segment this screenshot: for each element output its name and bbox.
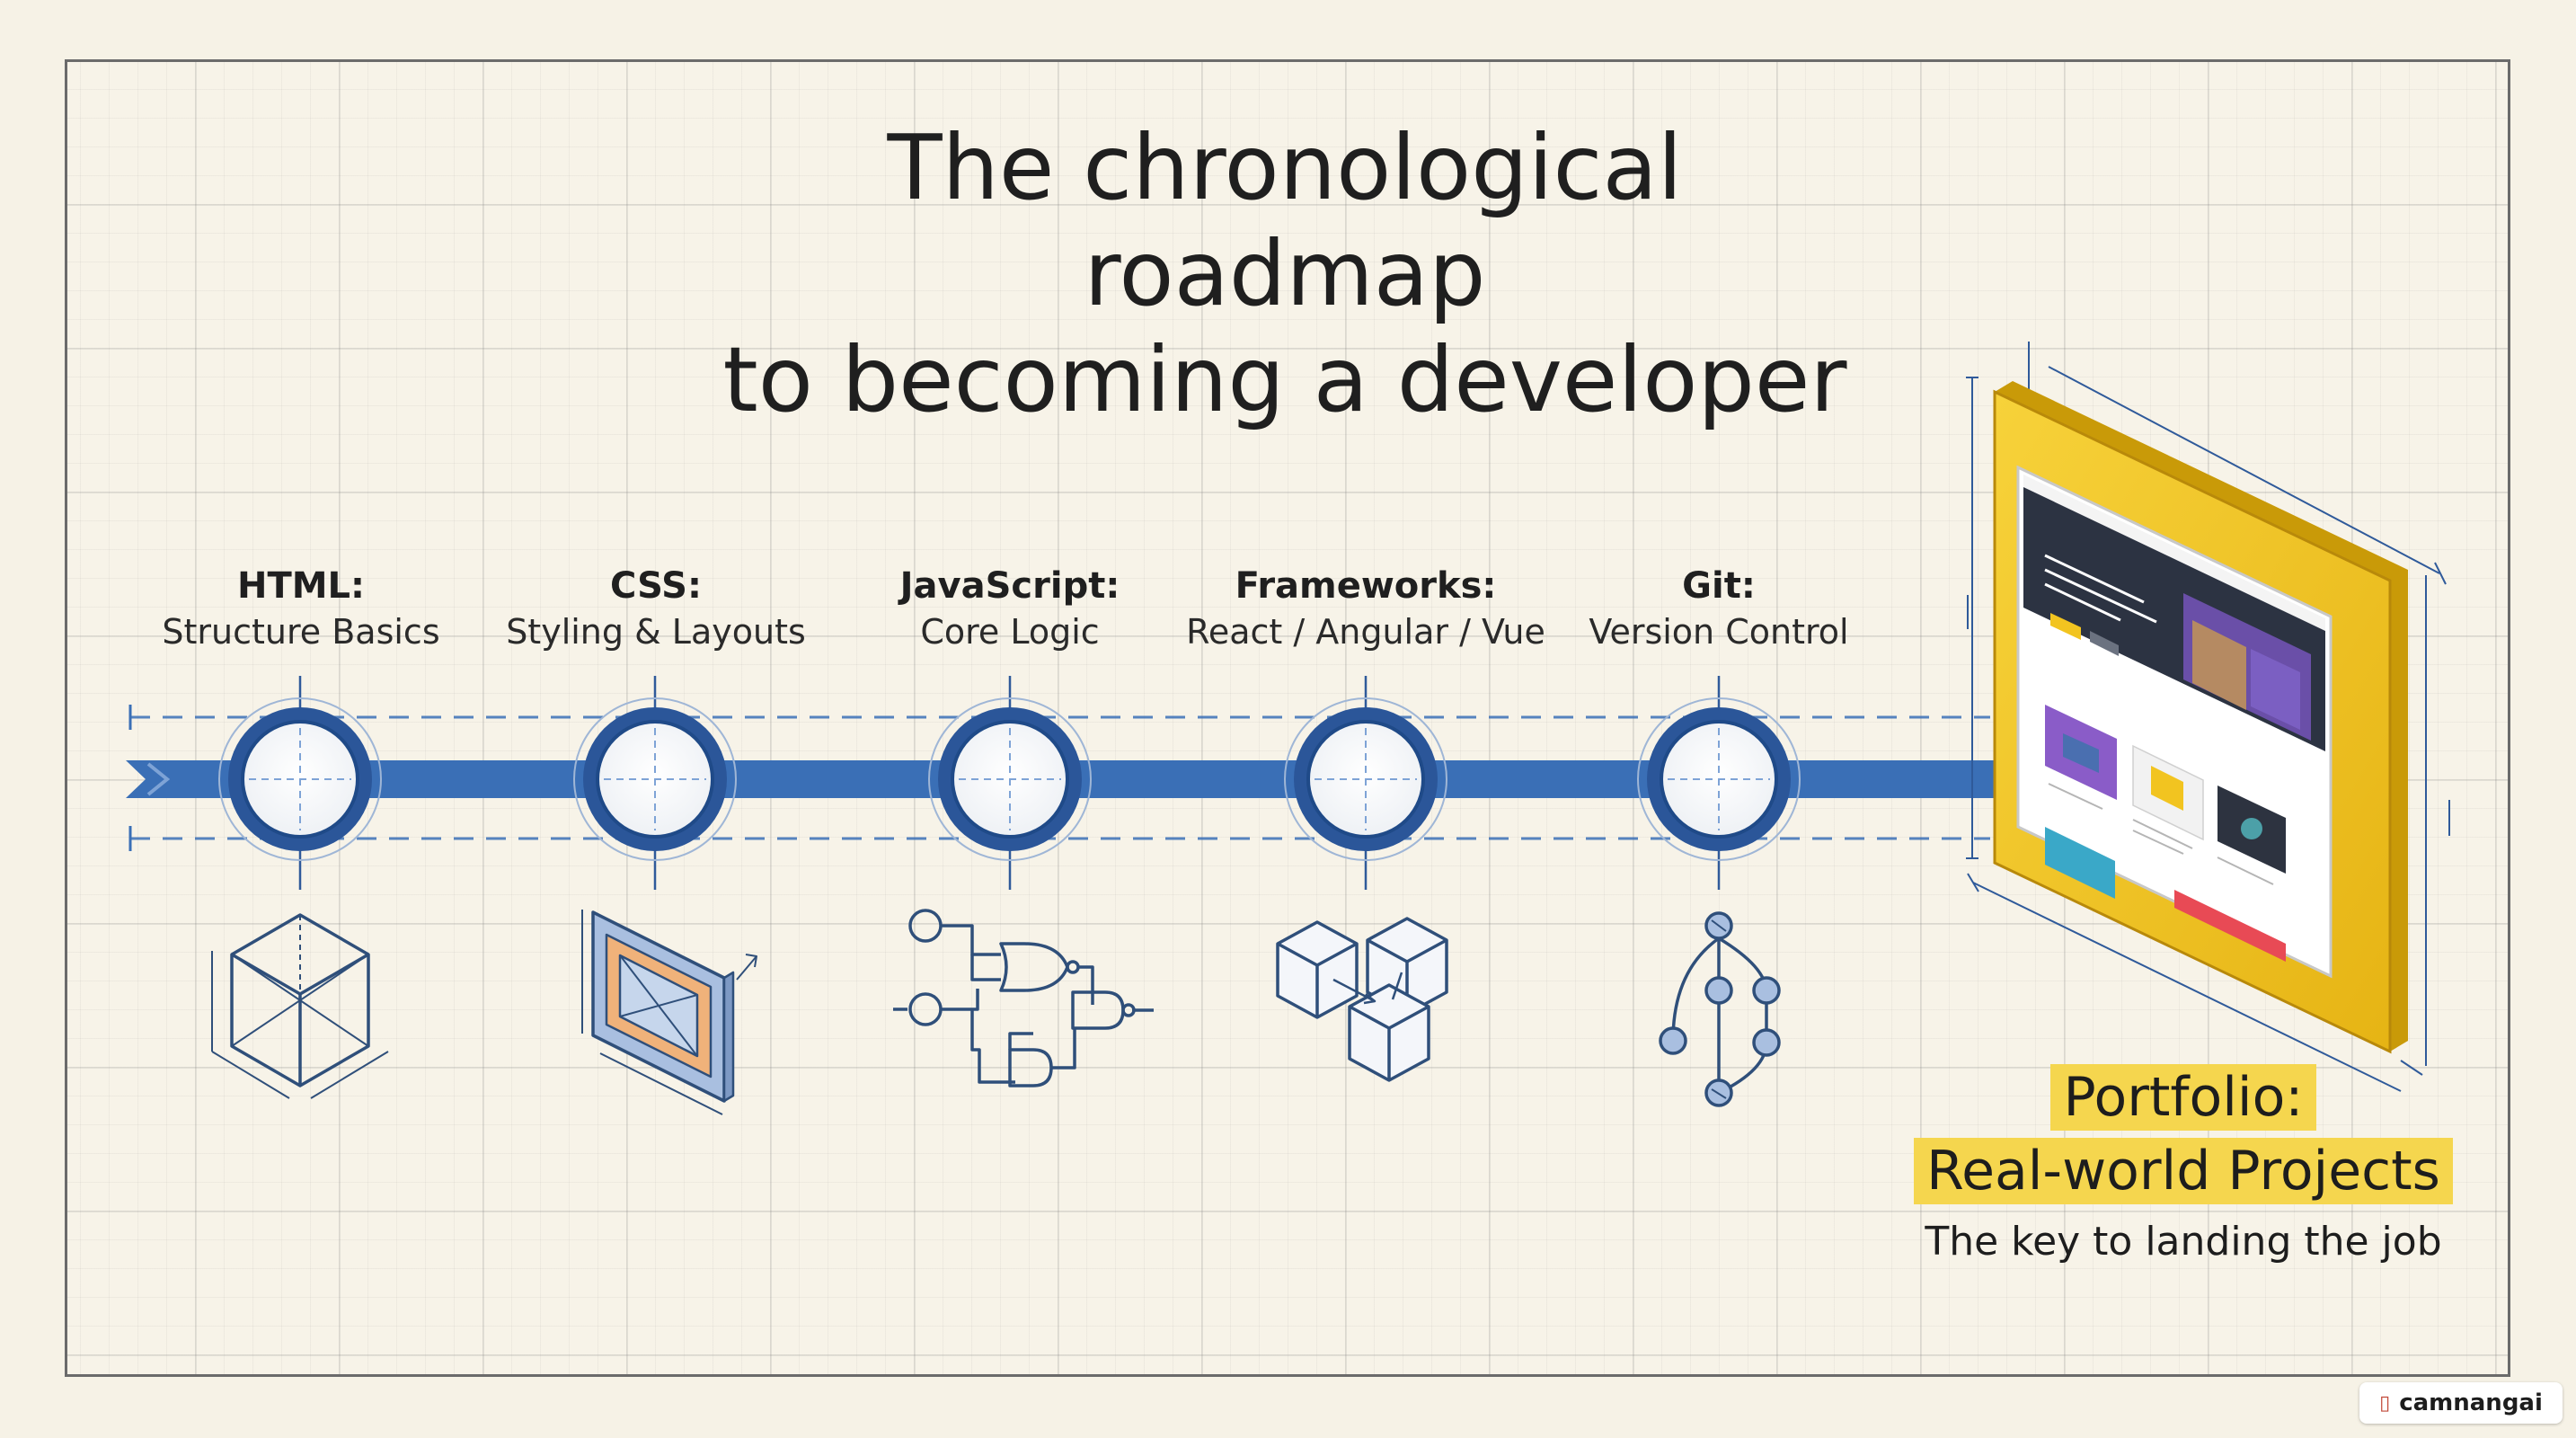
node-html [218,676,382,890]
stage-subtitle: React / Angular / Vue [1186,612,1545,652]
stage-label-css: CSS: Styling & Layouts [467,563,845,654]
stage-subtitle: Structure Basics [162,612,440,652]
stage-title: Frameworks: [1235,565,1497,607]
watermark-label: camnangai [2399,1389,2543,1416]
node-git [1637,676,1801,890]
branch-graph-icon [1659,911,1781,1107]
logic-gates-icon [893,909,1154,1087]
portfolio-subheading: Real-world Projects [1914,1138,2453,1204]
page-title: The chronological roadmap to becoming a … [683,115,1887,433]
stage-label-javascript: JavaScript: Core Logic [821,563,1199,654]
title-line-2: to becoming a developer [722,327,1847,432]
stage-subtitle: Core Logic [920,612,1100,652]
node-css [573,676,737,890]
portfolio-callout: Portfolio: Real-world Projects The key t… [1869,1061,2498,1267]
portfolio-tagline: The key to landing the job [1925,1219,2442,1265]
layout-frame-icon [581,910,757,1115]
stage-subtitle: Styling & Layouts [506,612,806,652]
stacked-cubes-icon [1276,917,1448,1082]
track-guides [130,715,1990,840]
stage-label-frameworks: Frameworks: React / Angular / Vue [1177,563,1554,654]
stage-title: CSS: [610,565,702,607]
stage-title: Git: [1682,565,1756,607]
title-line-1: The chronological roadmap [887,115,1683,326]
stage-title: JavaScript: [899,565,1120,607]
watermark-badge[interactable]: ▯ camnangai [2359,1382,2563,1424]
stage-title: HTML: [236,565,366,607]
stage-label-html: HTML: Structure Basics [112,563,490,654]
node-frameworks [1284,676,1447,890]
book-icon: ▯ [2379,1391,2391,1415]
stage-label-git: Git: Version Control [1530,563,1908,654]
portfolio-heading: Portfolio: [2050,1064,2316,1131]
stage-subtitle: Version Control [1589,612,1849,652]
cube-wireframe-icon [211,913,389,1099]
portfolio-device-illustration [1966,342,2450,1092]
node-javascript [928,676,1092,890]
